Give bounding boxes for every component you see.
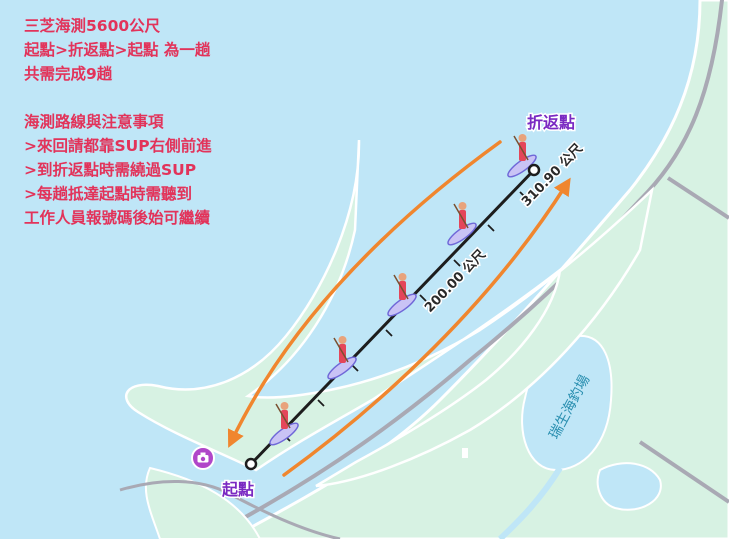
lap-count-text: 共需完成9趟 [24, 65, 113, 83]
sup-board [387, 273, 417, 317]
lap-definition-text: 起點>折返點>起點 為一趟 [24, 41, 211, 59]
route-heading: 海測路線與注意事項 [24, 113, 164, 131]
side-road [638, 440, 729, 504]
turn-point-label: 折返點 [527, 113, 575, 132]
coastal-road [238, 0, 724, 522]
return-arrow [282, 177, 571, 477]
rule-item: 工作人員報號碼後始可繼續 [24, 209, 211, 227]
small-pond [596, 462, 662, 511]
turn-point-marker[interactable] [527, 163, 541, 177]
shore-road [119, 479, 341, 539]
rule-item: >來回請都靠SUP右側前進 [24, 137, 212, 155]
peninsula [125, 139, 655, 488]
side-road [666, 176, 729, 220]
swim-route-line [249, 168, 536, 466]
distance-text: 三芝海測5600公尺 [24, 17, 161, 35]
marker-post [462, 448, 468, 458]
rule-item: >每趟抵達起點時需聽到 [24, 185, 192, 203]
info-panel: 三芝海測5600公尺 起點>折返點>起點 為一趟 共需完成9趟 海測路線與注意事… [24, 14, 212, 230]
start-point-marker[interactable] [244, 457, 258, 471]
sup-board [327, 336, 357, 380]
start-point-label: 起點 [221, 480, 254, 499]
spacer [24, 86, 212, 110]
sup-board [447, 202, 477, 246]
camera-icon[interactable] [191, 446, 215, 470]
pond-channel [497, 466, 563, 539]
outbound-arrow [227, 140, 502, 448]
rule-item: >到折返點時需繞過SUP [24, 161, 197, 179]
sup-board [269, 402, 299, 446]
sup-board [507, 134, 537, 178]
